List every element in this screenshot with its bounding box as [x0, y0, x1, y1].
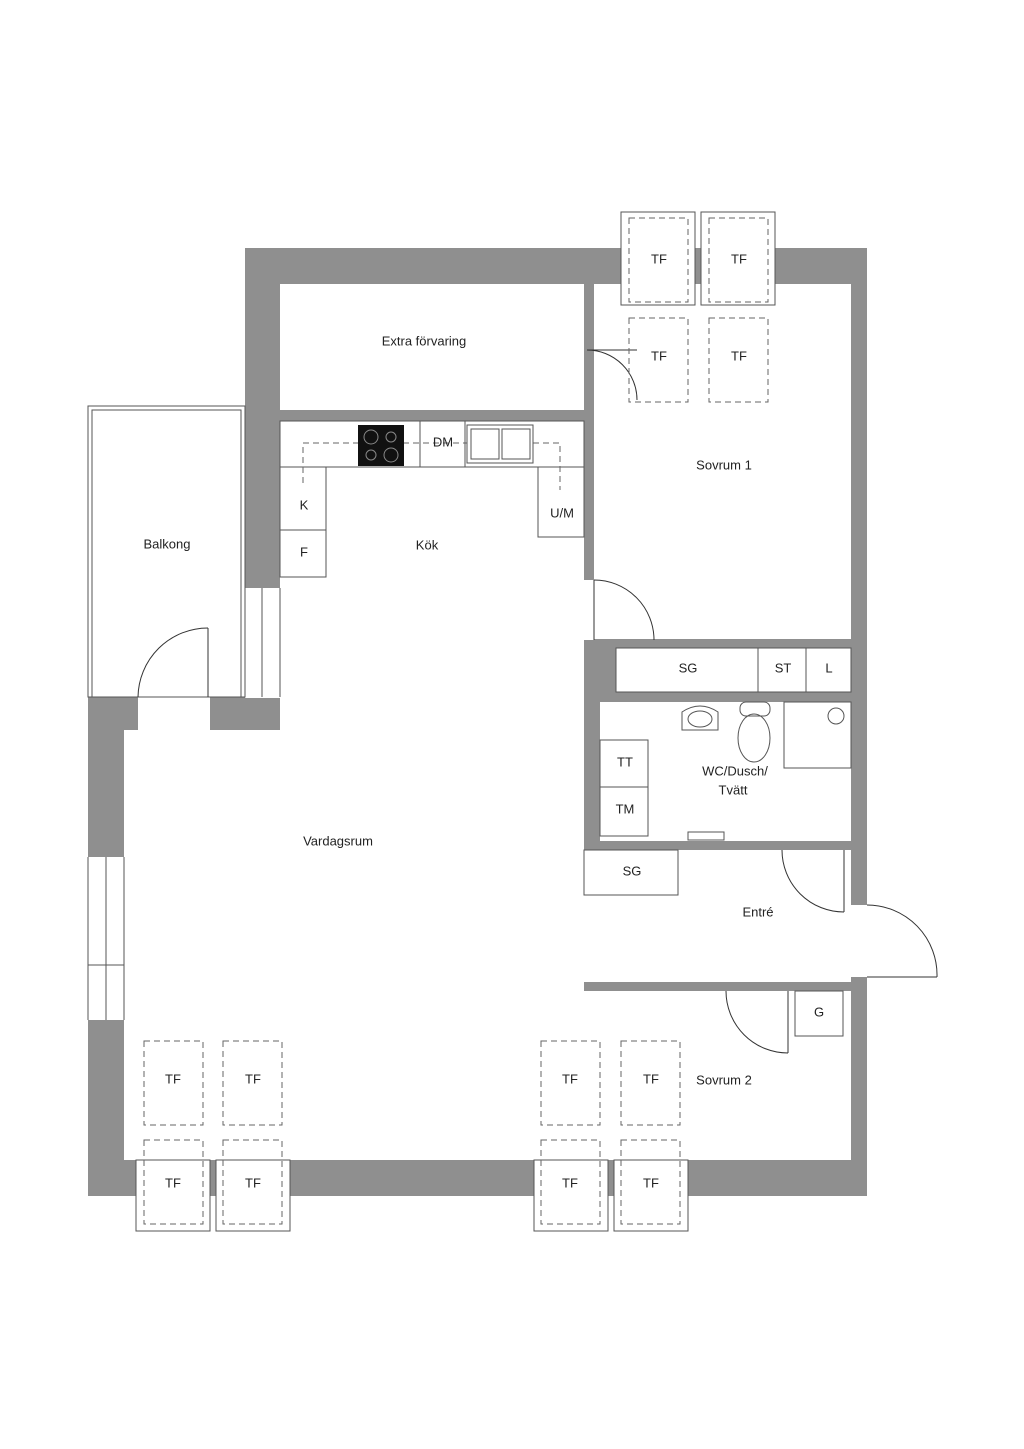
label-tf: TF [245, 1175, 261, 1190]
label-tt: TT [617, 754, 633, 769]
label-st: ST [775, 660, 792, 675]
window-frames [135, 211, 776, 1232]
room-vardagsrum: Vardagsrum [303, 833, 373, 848]
hall-storage [583, 849, 844, 1037]
left-windows [87, 857, 125, 1020]
label-tf: TF [651, 251, 667, 266]
label-tf: TF [165, 1175, 181, 1190]
label-k: K [300, 497, 309, 512]
room-balkong: Balkong [144, 536, 191, 551]
label-g: G [814, 1004, 824, 1019]
label-um: U/M [550, 505, 574, 520]
label-tf: TF [562, 1175, 578, 1190]
label-tf: TF [643, 1175, 659, 1190]
label-tm: TM [616, 801, 635, 816]
label-tf: TF [643, 1071, 659, 1086]
room-wc-line2: Tvätt [719, 782, 748, 797]
label-f: F [300, 544, 308, 559]
wardrobe-row [615, 647, 852, 693]
label-sg: SG [679, 660, 698, 675]
bathroom-fixtures [599, 701, 852, 841]
tf-dashed-boxes [143, 217, 769, 1225]
balcony [87, 405, 281, 698]
room-kok: Kök [416, 537, 439, 552]
room-sovrum-2: Sovrum 2 [696, 1072, 752, 1087]
label-tf: TF [165, 1071, 181, 1086]
room-entre: Entré [742, 904, 773, 919]
label-l: L [825, 660, 832, 675]
room-extra-forvaring: Extra förvaring [382, 333, 467, 348]
sink-icon [466, 424, 534, 464]
label-tf: TF [651, 348, 667, 363]
label-tf: TF [562, 1071, 578, 1086]
label-sg: SG [623, 863, 642, 878]
label-tf: TF [245, 1071, 261, 1086]
walls [88, 248, 867, 1196]
label-tf: TF [731, 348, 747, 363]
room-sovrum-1: Sovrum 1 [696, 457, 752, 472]
room-wc-line1: WC/Dusch/ [702, 763, 768, 778]
stove-icon [358, 425, 404, 466]
label-dm: DM [433, 434, 453, 449]
label-tf: TF [731, 251, 747, 266]
